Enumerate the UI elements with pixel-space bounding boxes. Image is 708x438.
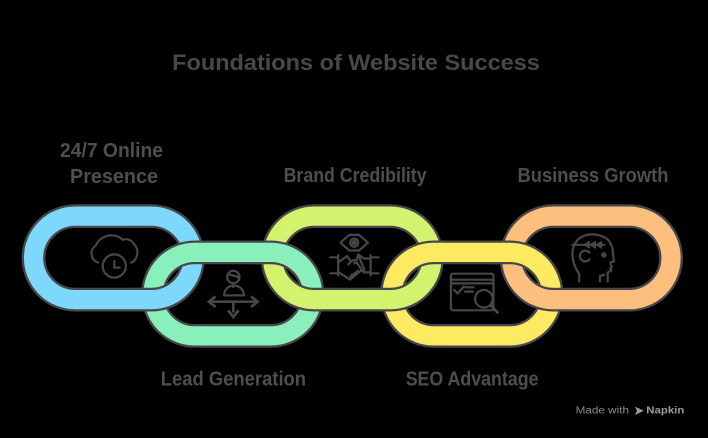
- svg-text:24/7 Online: 24/7 Online: [60, 140, 163, 162]
- svg-text:Napkin: Napkin: [646, 405, 684, 417]
- svg-text:Lead Generation: Lead Generation: [161, 368, 306, 390]
- svg-text:Foundations of Website Success: Foundations of Website Success: [172, 50, 540, 75]
- svg-text:Made with: Made with: [576, 406, 629, 417]
- svg-text:Business Growth: Business Growth: [518, 165, 669, 187]
- svg-text:Brand Credibility: Brand Credibility: [284, 165, 428, 187]
- svg-text:Presence: Presence: [70, 166, 158, 188]
- svg-text:SEO Advantage: SEO Advantage: [406, 368, 539, 390]
